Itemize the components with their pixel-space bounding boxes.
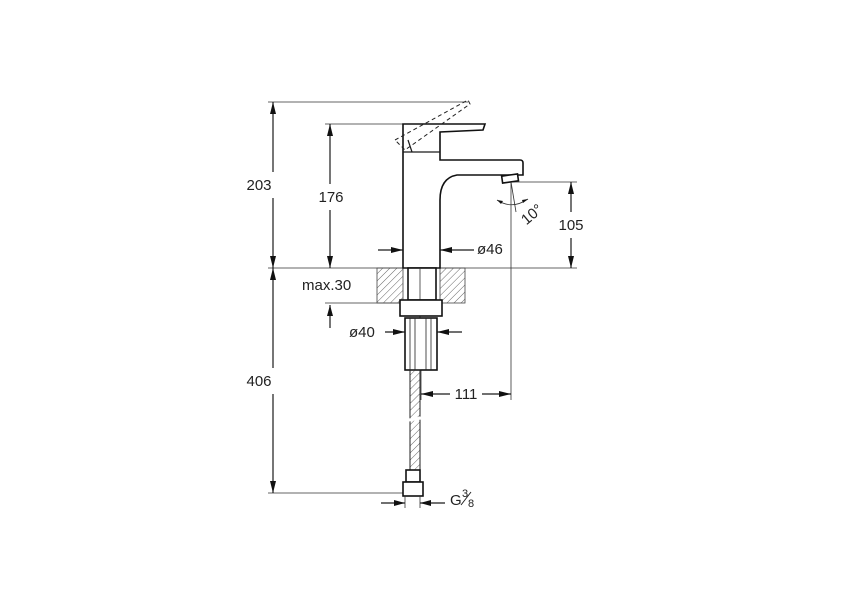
dim-spout-height: 105 bbox=[558, 217, 583, 234]
dim-shank-diameter: ø40 bbox=[349, 324, 375, 341]
dim-spout-angle: 10° bbox=[518, 201, 546, 229]
shank-and-hose bbox=[399, 267, 443, 497]
dim-total-height: 203 bbox=[246, 177, 271, 194]
dim-hose-length: 406 bbox=[246, 373, 271, 390]
dim-countertop-max: max.30 bbox=[302, 277, 351, 294]
faucet-body bbox=[394, 99, 529, 269]
thread-fraction-den: 8 bbox=[468, 498, 474, 510]
dimension-lines bbox=[270, 102, 574, 508]
dim-spout-reach: 111 bbox=[455, 386, 478, 403]
dim-body-height: 176 bbox=[318, 189, 343, 206]
countertop bbox=[376, 267, 466, 304]
thread-letter: G bbox=[450, 492, 462, 509]
dim-connection-thread: G 3 8 bbox=[450, 488, 474, 510]
dim-body-diameter: ø46 bbox=[477, 241, 503, 258]
thread-fraction-num: 3 bbox=[462, 488, 468, 500]
